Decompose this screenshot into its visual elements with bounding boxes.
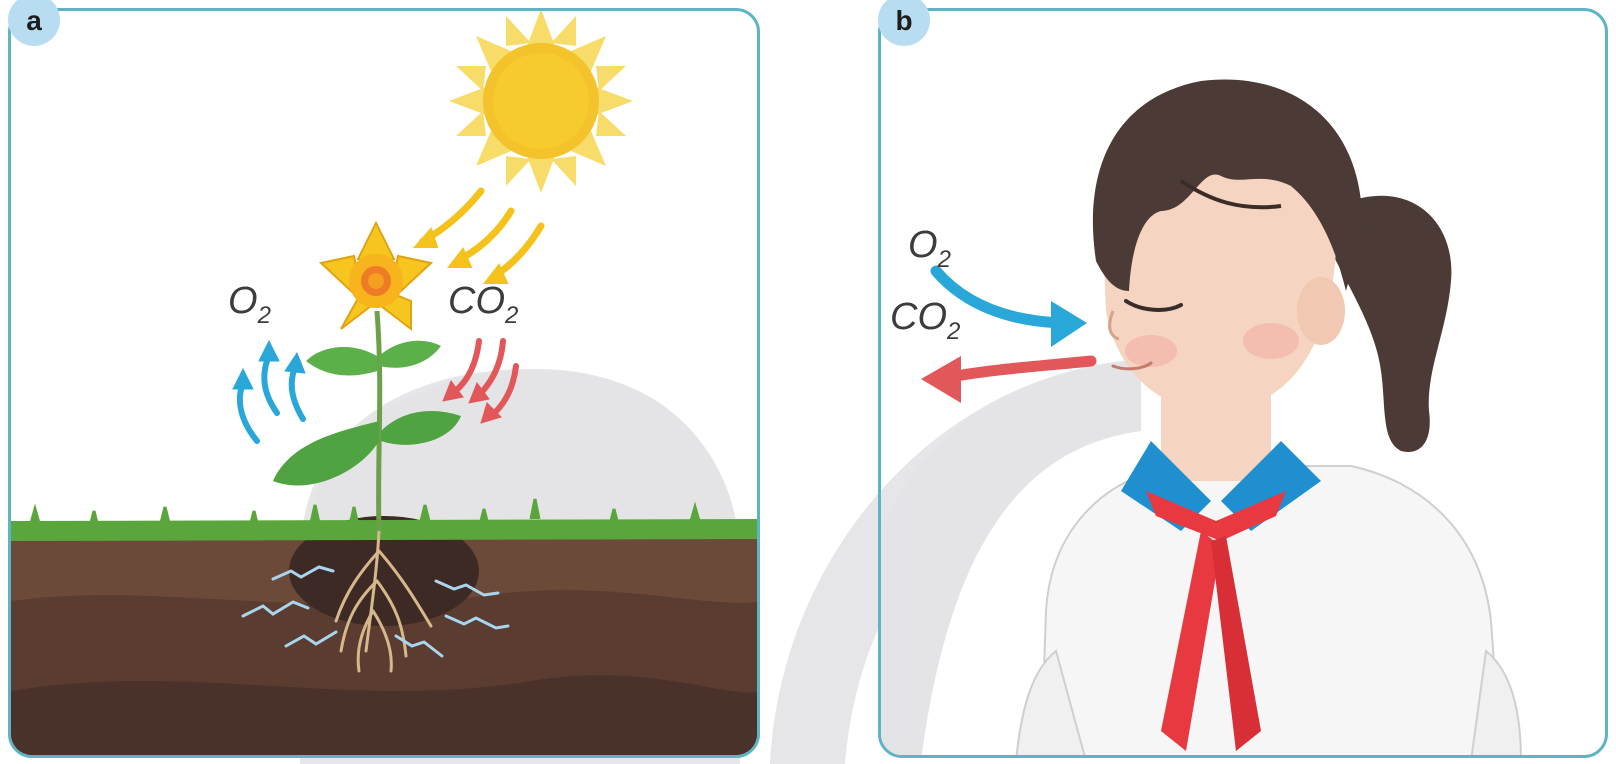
girl-illustration bbox=[881, 11, 1608, 758]
panel-a-oxygen-label: O2 bbox=[228, 282, 271, 328]
panel-b-oxygen-label: O2 bbox=[908, 226, 951, 272]
panel-b-human-breathing bbox=[878, 8, 1608, 758]
plant-illustration bbox=[11, 11, 760, 758]
sunlight-arrow-icon bbox=[415, 191, 541, 283]
stem bbox=[377, 311, 380, 531]
panel-a-plant-photosynthesis bbox=[8, 8, 760, 758]
sun-icon bbox=[449, 11, 633, 193]
panel-a-co2-label: CO2 bbox=[448, 282, 518, 328]
panel-b-co2-label: CO2 bbox=[890, 298, 960, 344]
oxygen-arrow-icon bbox=[233, 341, 305, 441]
